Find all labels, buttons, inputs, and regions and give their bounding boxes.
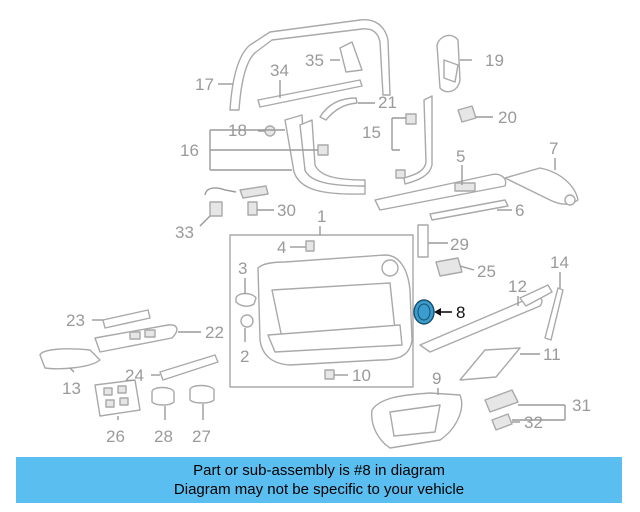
part-6-armrest-lower — [429, 199, 509, 221]
part-21-trim-strip — [319, 97, 358, 121]
callout-29: 29 — [450, 235, 469, 254]
leader-8-highlighted — [434, 308, 452, 316]
callout-26: 26 — [106, 427, 125, 446]
part-20-switch — [457, 105, 477, 123]
part-35-mirror-cover — [339, 41, 363, 73]
part-28-switch — [151, 386, 175, 406]
callout-1: 1 — [317, 207, 326, 226]
callout-5: 5 — [456, 147, 465, 166]
part-18-clip — [264, 125, 276, 137]
callout-33: 33 — [175, 223, 194, 242]
part-4-clip — [305, 240, 315, 252]
callout-31: 31 — [572, 396, 591, 415]
callout-35: 35 — [305, 51, 324, 70]
part-3-handle-bezel — [235, 292, 257, 307]
callout-25: 25 — [477, 262, 496, 281]
callout-3: 3 — [238, 259, 247, 278]
part-31-lamp — [484, 389, 519, 413]
part-17-door-frame-outer — [229, 19, 391, 111]
callout-labels: 1 2 3 4 5 6 7 8 9 10 11 12 13 14 15 16 1… — [62, 51, 591, 446]
callout-10: 10 — [352, 366, 371, 385]
callout-15: 15 — [362, 123, 381, 142]
callout-23: 23 — [66, 311, 85, 330]
caption-line-2: Diagram may not be specific to your vehi… — [173, 481, 465, 498]
callout-13: 13 — [62, 379, 81, 398]
part-26-switch-assembly — [94, 379, 141, 417]
callout-24: 24 — [125, 366, 144, 385]
part-14-trim-strip — [544, 287, 564, 341]
parts-diagram: 1 2 3 4 5 6 7 8 9 10 11 12 13 14 15 16 1… — [39, 19, 591, 449]
part-27-switch — [189, 384, 215, 404]
part-5-armrest-upper — [374, 173, 507, 211]
part-32-bulb — [491, 413, 513, 431]
part-16-window-frame — [284, 114, 366, 195]
callout-22: 22 — [205, 323, 224, 342]
callout-6: 6 — [515, 201, 524, 220]
part-13-armrest-cover — [39, 348, 101, 370]
callout-4: 4 — [277, 238, 286, 257]
part-15-weatherstrip — [395, 95, 433, 185]
callout-12: 12 — [508, 277, 527, 296]
callout-7: 7 — [549, 139, 558, 158]
callout-14: 14 — [550, 253, 569, 272]
part-11-cover — [459, 347, 521, 381]
part-24-strip — [159, 354, 219, 381]
callout-32: 32 — [524, 413, 543, 432]
part-10-clip — [324, 369, 335, 380]
callout-18: 18 — [228, 121, 247, 140]
part-30-bulb — [239, 185, 269, 216]
part-19-mirror-assembly — [436, 34, 461, 93]
callout-34: 34 — [270, 61, 289, 80]
callout-2: 2 — [240, 347, 249, 366]
part-9-lower-panel — [371, 392, 463, 449]
part-23-trim-piece — [102, 309, 151, 329]
part-1-door-panel-assembly — [229, 234, 414, 388]
callout-8-highlighted: 8 — [456, 303, 465, 322]
part-7-speaker-grille — [504, 167, 579, 206]
caption-banner: Part or sub-assembly is #8 in diagram Di… — [16, 457, 622, 503]
callout-20: 20 — [498, 108, 517, 127]
callout-16: 16 — [180, 141, 199, 160]
part-22-switch-panel — [94, 324, 178, 353]
callout-9: 9 — [432, 369, 441, 388]
part-33-wiring — [204, 187, 237, 217]
callout-17: 17 — [195, 75, 214, 94]
part-34-belt-moulding — [257, 79, 363, 108]
callout-27: 27 — [192, 427, 211, 446]
callout-11: 11 — [543, 345, 561, 364]
leader-lines — [69, 59, 566, 423]
callout-19: 19 — [485, 51, 504, 70]
callout-21: 21 — [378, 93, 397, 112]
part-8-highlighted — [413, 299, 435, 325]
part-29-reflector — [417, 224, 429, 258]
part-25-switch — [435, 257, 463, 277]
part-2-plug — [240, 314, 254, 328]
callout-28: 28 — [154, 427, 173, 446]
caption-line-1: Part or sub-assembly is #8 in diagram — [193, 462, 445, 479]
part-12-trim-strip — [419, 284, 553, 353]
callout-30: 30 — [277, 201, 296, 220]
